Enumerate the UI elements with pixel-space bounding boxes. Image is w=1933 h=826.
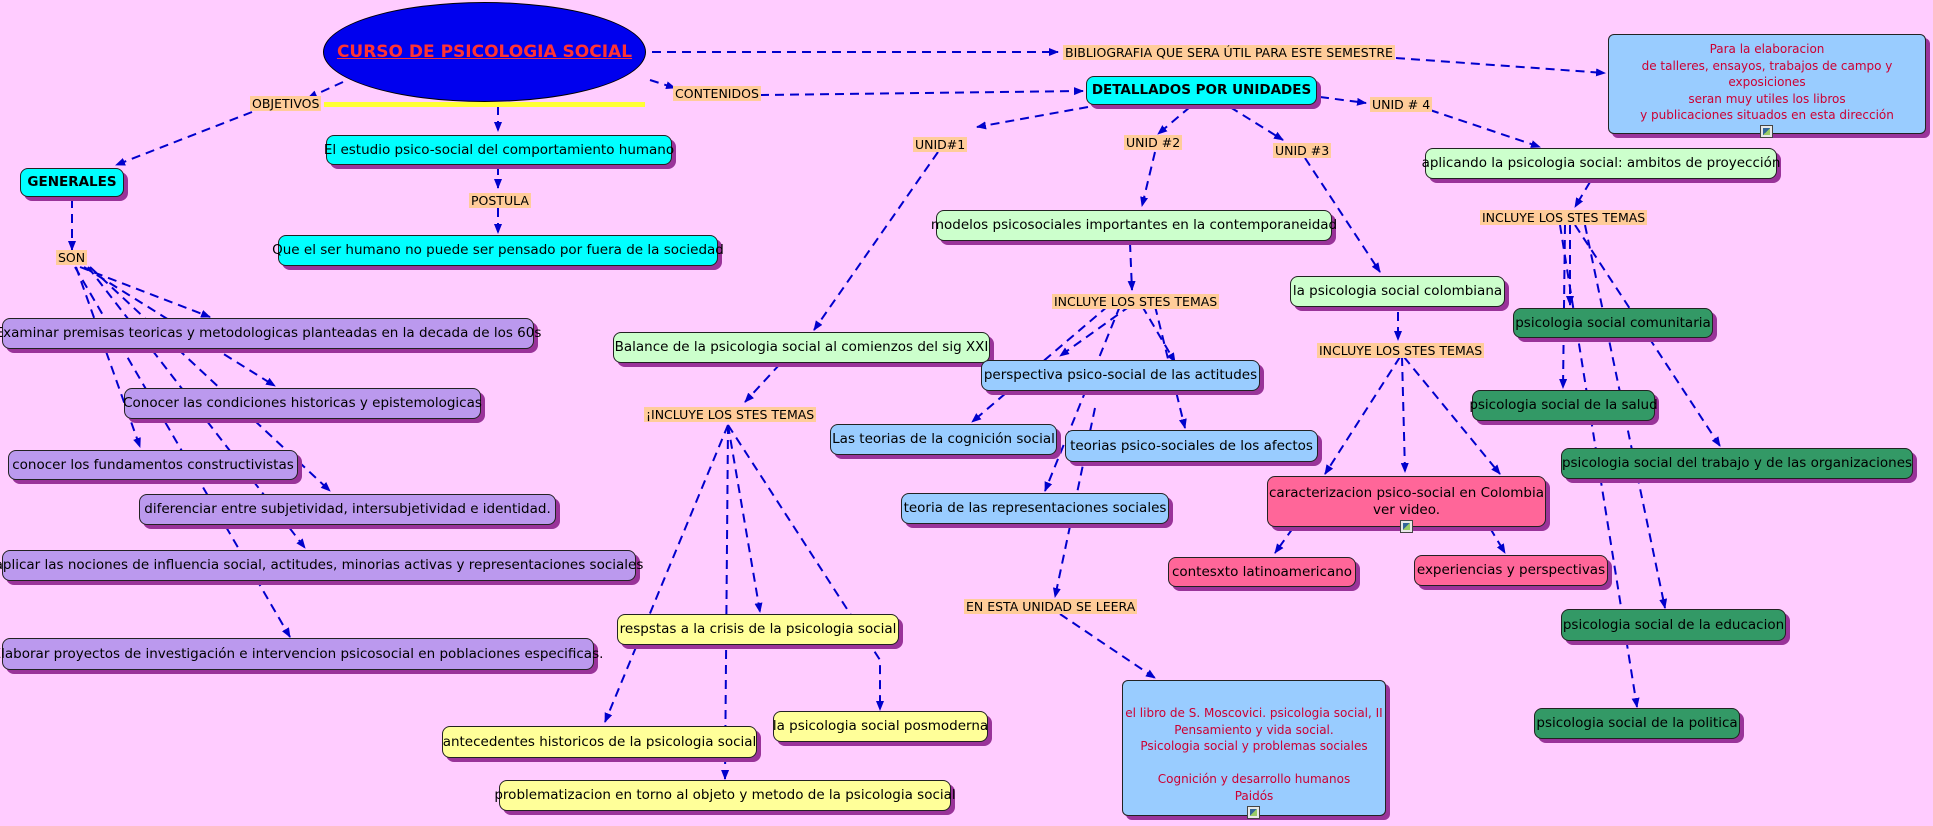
node-estudio-psicosocial[interactable]: El estudio psico-social del comportamien… [324, 135, 674, 165]
label-postula: POSTULA [469, 193, 531, 208]
label-unid4: UNID # 4 [1370, 97, 1433, 112]
bibliografia-resource-icon[interactable] [1760, 125, 1773, 138]
label-unid2: UNID #2 [1124, 135, 1183, 150]
unid2-item-3[interactable]: teorias psico-sociales de los afectos [1065, 430, 1318, 462]
unid2-item-4[interactable]: teoria de las representaciones sociales [901, 493, 1169, 524]
objetivo-item-2[interactable]: Conocer las condiciones historicas y epi… [123, 388, 482, 419]
unid4-item-4[interactable]: psicologia social de la educacion [1561, 609, 1786, 641]
objetivo-item-3[interactable]: conocer los fundamentos constructivistas [8, 450, 298, 480]
unid1-item-1[interactable]: respstas a la crisis de la psicologia so… [617, 614, 899, 645]
node-detallados-por-unidades[interactable]: DETALLADOS POR UNIDADES [1086, 76, 1317, 105]
node-ser-humano[interactable]: Que el ser humano no puede ser pensado p… [272, 235, 724, 266]
unid3-video-line1: caracterizacion psico-social en Colombia [1269, 484, 1545, 501]
label-esta-unidad: EN ESTA UNIDAD SE LEERA [964, 599, 1138, 614]
unid2-main[interactable]: modelos psicosociales importantes en la … [931, 210, 1337, 241]
unid1-main[interactable]: Balance de la psicologia social al comie… [613, 332, 990, 363]
node-generales[interactable]: GENERALES [20, 168, 124, 197]
label-incluye-unid1: ¡INCLUYE LOS STES TEMAS [644, 407, 817, 422]
label-objetivos: OBJETIVOS [250, 96, 322, 111]
unid1-item-2[interactable]: antecedentes historicos de la psicologia… [442, 726, 757, 758]
label-incluye-unid4: INCLUYE LOS STES TEMAS [1480, 210, 1648, 225]
bibliografia-note[interactable]: Para la elaboracion de talleres, ensayos… [1608, 34, 1926, 134]
label-contenidos: CONTENIDOS [673, 86, 761, 101]
lectura-note[interactable]: el libro de S. Moscovici. psicologia soc… [1122, 680, 1386, 816]
unid4-item-3[interactable]: psicologia social del trabajo y de las o… [1561, 448, 1913, 479]
unid4-main[interactable]: aplicando la psicologia social: ambitos … [1422, 148, 1780, 179]
lectura-resource-icon[interactable] [1247, 806, 1260, 819]
label-unid1: UNID#1 [913, 137, 968, 152]
objetivo-item-6[interactable]: Elaborar proyectos de investigación e in… [0, 638, 603, 670]
objetivo-item-4[interactable]: diferenciar entre subjetividad, intersub… [139, 494, 556, 525]
unid2-item-2[interactable]: Las teorias de la cognición social [830, 424, 1057, 455]
objetivo-item-1[interactable]: Examinar premisas teoricas y metodologic… [0, 318, 541, 349]
title-ellipse[interactable]: CURSO DE PSICOLOGIA SOCIAL [323, 2, 646, 102]
label-bibliografia: BIBLIOGRAFIA QUE SERA ÚTIL PARA ESTE SEM… [1063, 45, 1395, 60]
label-son: SON [56, 250, 88, 265]
unid2-item-1[interactable]: perspectiva psico-social de las actitude… [981, 360, 1260, 391]
objetivo-item-5[interactable]: aplicar las nociones de influencia socia… [0, 550, 643, 581]
video-resource-icon[interactable] [1400, 520, 1413, 533]
unid3-item-1[interactable]: contesxto latinoamericano [1168, 557, 1356, 587]
unid4-item-5[interactable]: psicologia social de la politica [1534, 708, 1740, 739]
unid3-video-node[interactable]: caracterizacion psico-social en Colombia… [1267, 476, 1546, 527]
label-incluye-unid2: INCLUYE LOS STES TEMAS [1052, 294, 1220, 309]
label-unid3: UNID #3 [1273, 143, 1332, 158]
unid1-item-4[interactable]: problematizacion en torno al objeto y me… [494, 780, 956, 811]
title-text: CURSO DE PSICOLOGIA SOCIAL [336, 42, 633, 62]
unid1-item-3[interactable]: la psicologia social posmoderna [773, 711, 988, 742]
unid3-video-line2: ver video. [1372, 501, 1441, 518]
unid3-main[interactable]: la psicologia social colombiana [1290, 276, 1505, 307]
unid4-item-1[interactable]: psicologia social comunitaria [1513, 308, 1713, 338]
label-incluye-unid3: INCLUYE LOS STES TEMAS [1317, 343, 1485, 358]
unid4-item-2[interactable]: psicologia social de la salud [1469, 390, 1658, 421]
unid3-item-2[interactable]: experiencias y perspectivas [1414, 555, 1608, 586]
